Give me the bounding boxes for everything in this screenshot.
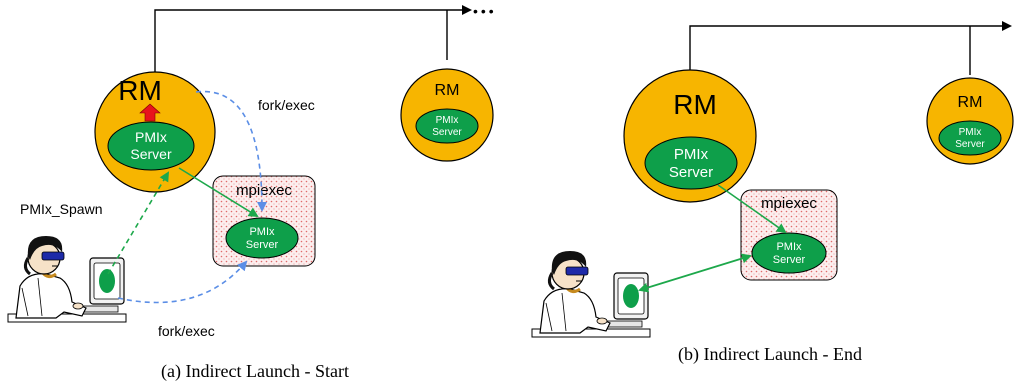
remote-pmix-server: [938, 120, 1002, 156]
pmix-server: [107, 121, 195, 171]
pmix-server-line1: PMIx: [135, 129, 167, 145]
mpiexec-pmix-server: [225, 217, 299, 259]
rm-label: RM: [673, 89, 717, 120]
remote-server-line2: Server: [432, 127, 462, 138]
fork-exec-bottom-label: fork/exec: [158, 323, 215, 339]
remote-server-line1: PMIx: [959, 127, 982, 138]
fork-exec-top-arrow: [195, 90, 267, 212]
user-icon: [6, 234, 128, 324]
user-icon: [530, 249, 652, 339]
mpiexec-server-line2: Server: [773, 254, 806, 266]
user-mpiexec-link: [638, 253, 752, 293]
red-up-arrow: [139, 103, 161, 122]
fork-exec-bottom-arrow: [117, 260, 248, 304]
caption-b: (b) Indirect Launch - End: [678, 344, 862, 365]
pmix-spawn-label: PMIx_Spawn: [20, 201, 102, 217]
mpiexec-label: mpiexec: [761, 195, 817, 212]
mpiexec-server-line2: Server: [246, 239, 279, 251]
pmix-server-line1: PMIx: [674, 146, 709, 163]
mpiexec-server-line1: PMIx: [249, 226, 275, 238]
ellipsis: •••: [473, 3, 497, 19]
remote-server-line2: Server: [955, 139, 985, 150]
remote-server-line1: PMIx: [436, 115, 459, 126]
remote-rm-label: RM: [958, 94, 983, 111]
pmix-server-line2: Server: [669, 164, 713, 181]
mpiexec-server-line1: PMIx: [776, 241, 802, 253]
panel-a: ••• RM PMIx Server RM PMIx Server mpiexe…: [6, 3, 497, 382]
pmix-server-line2: Server: [130, 146, 172, 162]
remote-pmix-server: [415, 108, 479, 144]
remote-rm-label: RM: [435, 82, 460, 99]
network-arrow-b: [689, 21, 1012, 78]
pmix-spawn-arrow: [107, 171, 170, 275]
panel-b: RM PMIx Server RM PMIx Server mpiexec PM…: [530, 21, 1014, 365]
caption-a: (a) Indirect Launch - Start: [161, 361, 349, 382]
server-to-mpiexec-arrow: [717, 184, 787, 234]
rm-label: RM: [118, 75, 162, 106]
mpiexec-label: mpiexec: [236, 182, 292, 199]
fork-exec-top-label: fork/exec: [258, 97, 315, 113]
server-to-mpiexec-arrow: [178, 167, 259, 218]
mpiexec-pmix-server: [751, 232, 827, 274]
network-arrow-a: [154, 5, 472, 80]
pmix-server: [644, 136, 738, 190]
